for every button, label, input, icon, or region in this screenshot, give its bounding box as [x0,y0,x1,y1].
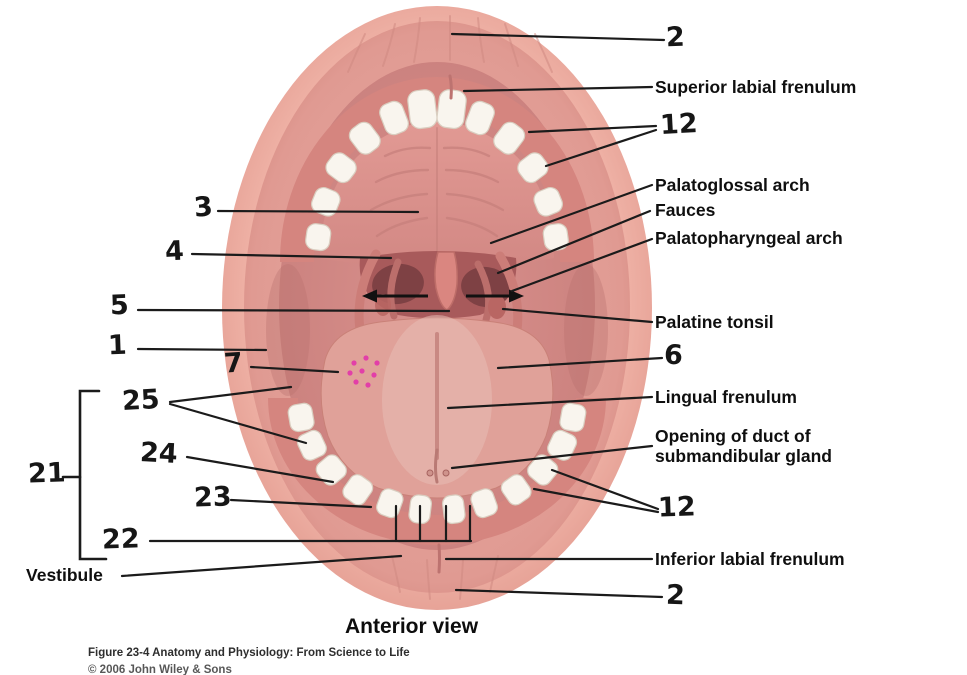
line-12-top-b [544,128,658,168]
line-fauces [496,209,652,275]
leader-lines [61,32,666,599]
palatopharyngeal-arch-right [474,260,493,324]
label-duct-line1: Opening of duct of [655,426,811,446]
line-1 [136,347,268,352]
submandibular-duct-papilla-right [442,469,450,477]
line-12-bottom-b [532,487,660,514]
label-lingual-frenulum: Lingual frenulum [655,387,797,407]
figure-credit-line2: © 2006 John Wiley & Sons [88,664,232,675]
line-12-bottom-a [550,468,660,511]
lingual-frenulum-fold [434,448,439,484]
fauces-opening-left [372,263,424,305]
line-2-top [450,32,666,42]
inferior-labial-frenulum-fold [437,543,441,574]
lip-striations [347,15,553,600]
line-4 [190,252,393,260]
line-25-b [168,402,308,445]
label-number-22: 22 [101,523,141,556]
marker-dots [347,355,380,388]
palatine-tonsil-right [488,295,506,319]
figure-credit-line1: Figure 23-4 Anatomy and Physiology: From… [88,647,410,659]
label-number-5: 5 [109,289,130,322]
line-3 [216,209,420,214]
label-number-4: 4 [164,235,185,268]
label-duct-of-submandibular-gland: Opening of duct of submandibular gland [655,426,832,466]
label-number-12-bottom: 12 [657,491,697,524]
line-25-a [168,385,293,404]
upper-teeth [305,89,569,252]
cheek-shadow-right [564,264,608,396]
bracket-21 [78,389,108,561]
line-23 [229,498,373,509]
label-duct-line2: submandibular gland [655,445,832,466]
lower-teeth [287,402,587,525]
label-number-1: 1 [107,329,128,362]
line-lingual-frenulum [446,395,654,410]
label-number-23: 23 [193,481,233,514]
line-5 [136,308,451,313]
line-palatopharyngeal-arch [510,237,654,293]
label-vestibule: Vestibule [26,565,103,585]
palatal-rugae [369,127,505,253]
line-7 [249,365,340,374]
upper-gums [280,77,594,263]
line-superior-labial-frenulum [462,85,654,93]
label-palatine-tonsil: Palatine tonsil [655,312,774,332]
palatopharyngeal-arch-left [387,258,402,320]
submandibular-duct-papilla-left [426,469,434,477]
mouth-illustration [222,6,652,610]
superior-labial-frenulum-fold [448,74,453,100]
label-number-6: 6 [663,339,684,372]
label-number-25: 25 [121,384,161,417]
line-12-top-a [527,124,658,134]
line-2-bottom [454,588,664,599]
cheek-shadow-left [266,264,310,396]
line-palatoglossal-arch [489,183,654,245]
label-number-12-top: 12 [659,108,699,141]
line-24 [185,455,335,484]
label-number-7: 7 [222,347,244,380]
label-palatopharyngeal-arch: Palatopharyngeal arch [655,228,843,248]
label-palatoglossal-arch: Palatoglossal arch [655,175,810,195]
double-arrow-icon [362,289,524,303]
lower-gums [268,397,606,545]
label-inferior-labial-frenulum: Inferior labial frenulum [655,549,845,569]
label-number-2-top: 2 [665,21,686,54]
label-number-21: 21 [27,457,67,490]
label-number-2-bottom: 2 [665,579,686,612]
figure-caption: Anterior view [345,615,479,638]
label-fauces: Fauces [655,200,716,220]
line-6 [496,356,664,370]
tongue [320,315,554,499]
label-number-24: 24 [139,437,179,470]
label-superior-labial-frenulum: Superior labial frenulum [655,77,857,97]
line-palatine-tonsil [501,307,654,324]
label-number-3: 3 [192,191,215,224]
line-duct [450,444,654,470]
line-vestibule [120,554,403,578]
